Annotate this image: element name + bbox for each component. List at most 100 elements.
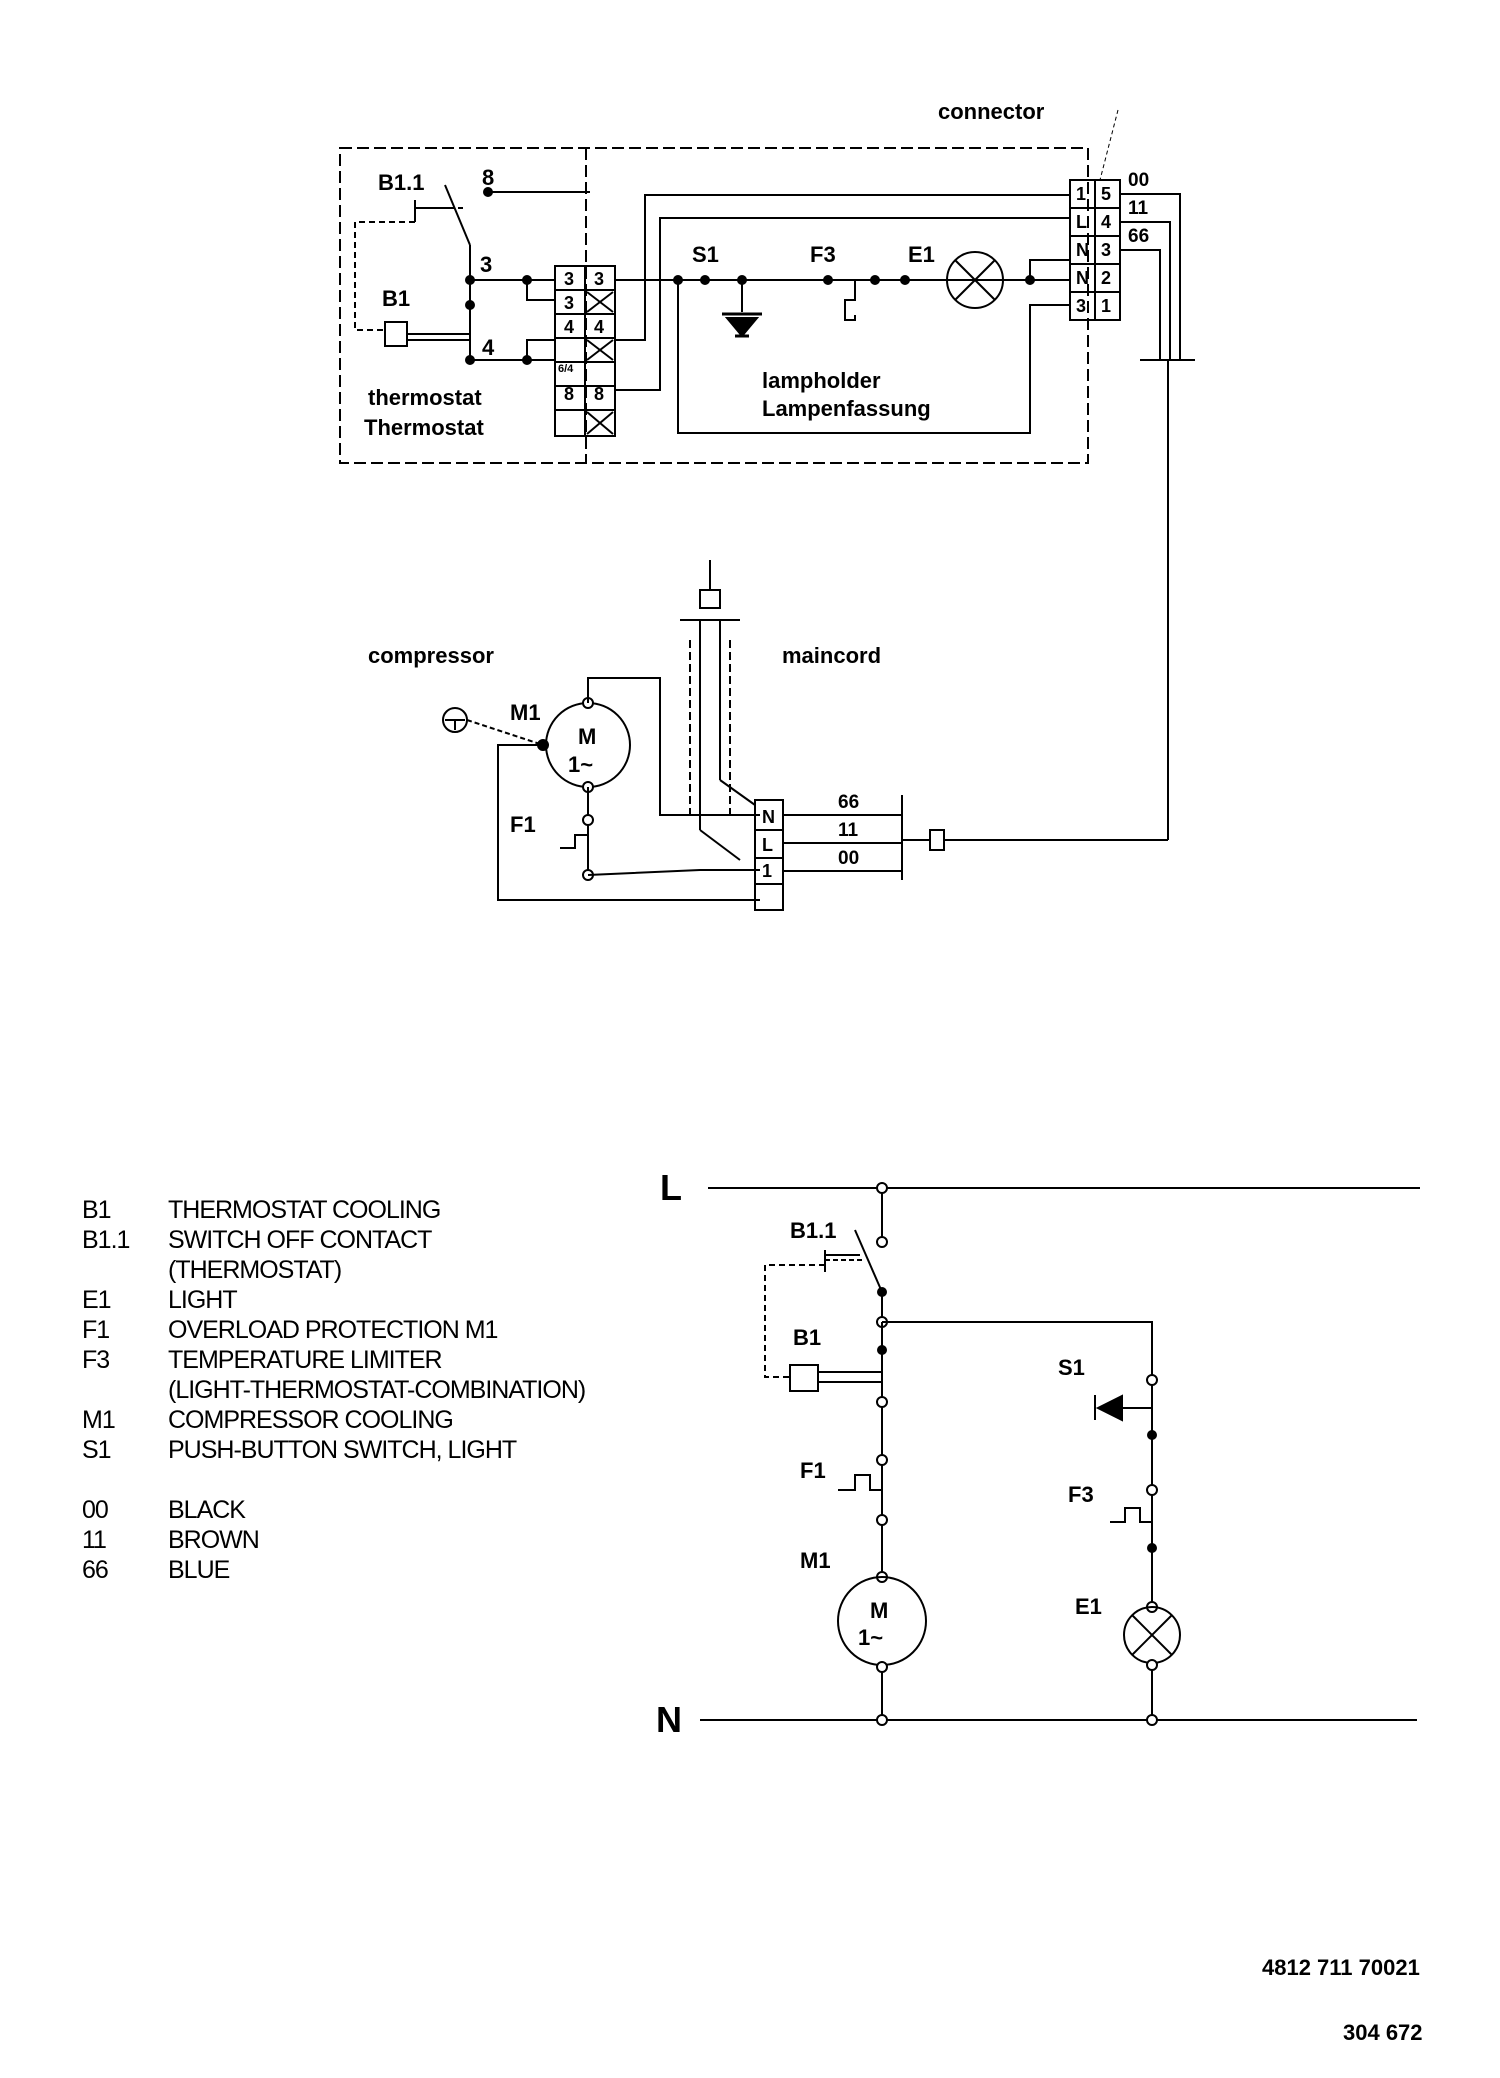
earth-icon (442, 707, 468, 733)
label-connector: connector (938, 99, 1045, 124)
conn-wire-11: 11 (1128, 198, 1149, 219)
legend-code: B1 (82, 1196, 111, 1224)
label-motor-ac: 1~ (568, 752, 593, 777)
sch-label-f3: F3 (1068, 1482, 1094, 1507)
schematic-pushbutton-s1 (1094, 1394, 1152, 1422)
conn-outer-1: 5 (1101, 184, 1111, 204)
lamp-e1 (946, 251, 1004, 309)
block-right-3: 8 (594, 384, 604, 404)
label-b1-1: B1.1 (378, 170, 424, 195)
schematic-limiter-f3 (1110, 1507, 1152, 1523)
label-f1: F1 (510, 812, 536, 837)
label-b1: B1 (382, 286, 410, 311)
schematic-section (700, 1182, 1420, 1726)
label-m1: M1 (510, 700, 541, 725)
label-s1: S1 (692, 242, 719, 267)
color-code: 66 (82, 1556, 108, 1584)
legend-desc: COMPRESSOR COOLING (168, 1406, 453, 1434)
conn-inner-2: L (1076, 212, 1087, 232)
legend-code: B1.1 (82, 1226, 130, 1254)
sch-label-s1: S1 (1058, 1355, 1085, 1380)
doc-number: 4812 711 70021 (1262, 1955, 1420, 1980)
legend-desc: (THERMOSTAT) (168, 1256, 341, 1284)
schematic-overload-f1 (838, 1474, 882, 1491)
color-code: 11 (82, 1526, 106, 1554)
legend-code: M1 (82, 1406, 115, 1434)
color-desc: BROWN (168, 1526, 259, 1554)
pushbutton-s1 (722, 280, 762, 338)
legend-desc: OVERLOAD PROTECTION M1 (168, 1316, 498, 1344)
connector-block (1069, 179, 1121, 321)
maincord-terminal-block (754, 799, 784, 911)
label-f3: F3 (810, 242, 836, 267)
mc-block-l: L (762, 835, 773, 855)
sch-label-motor-m: M (870, 1598, 888, 1623)
limiter-f3 (844, 280, 856, 321)
schematic-lamp-e1 (1123, 1606, 1181, 1664)
mc-wire-11: 11 (838, 820, 859, 841)
label-thermostat-de: Thermostat (364, 415, 484, 440)
block-right-1: 3 (594, 269, 604, 289)
label-thermostat-en: thermostat (368, 385, 482, 410)
block-left-3: 6/4 (558, 363, 574, 375)
legend-desc: SWITCH OFF CONTACT (168, 1226, 432, 1254)
color-code: 00 (82, 1496, 108, 1524)
conn-inner-3: N (1076, 240, 1089, 260)
color-desc: BLACK (168, 1496, 246, 1524)
conn-outer-2: 4 (1101, 212, 1111, 232)
schematic-sensor-b1 (789, 1364, 882, 1392)
label-motor-m: M (578, 724, 596, 749)
mc-wire-00: 00 (838, 848, 859, 869)
mc-block-1: 1 (762, 861, 772, 881)
label-line-L: L (660, 1167, 682, 1208)
legend: B1 THERMOSTAT COOLING B1.1 SWITCH OFF CO… (82, 1196, 586, 1584)
block-left-4: 8 (564, 384, 574, 404)
sensor-b1 (384, 321, 470, 347)
label-neutral-N: N (656, 1699, 682, 1740)
housing-section (339, 109, 1195, 840)
label-maincord: maincord (782, 643, 881, 668)
sch-label-e1: E1 (1075, 1594, 1102, 1619)
mc-block-n: N (762, 807, 775, 827)
compressor-section (442, 560, 1168, 911)
conn-inner-1: 1 (1076, 184, 1086, 204)
sch-label-motor-ac: 1~ (858, 1625, 883, 1650)
legend-desc: LIGHT (168, 1286, 237, 1314)
label-terminal-8: 8 (482, 165, 494, 190)
conn-outer-4: 2 (1101, 268, 1111, 288)
label-terminal-3: 3 (480, 252, 492, 277)
label-lampholder-de: Lampenfassung (762, 396, 931, 421)
legend-code: F3 (82, 1346, 109, 1374)
maincord-cable (680, 560, 756, 861)
block-right-2: 4 (594, 317, 604, 337)
conn-inner-5: 3 (1076, 296, 1086, 316)
sch-label-m1: M1 (800, 1548, 831, 1573)
label-e1: E1 (908, 242, 935, 267)
doc-code: 304 672 (1343, 2020, 1423, 2045)
thermostat-terminal-block (554, 265, 616, 437)
color-desc: BLUE (168, 1556, 230, 1584)
block-left-1b: 3 (564, 293, 574, 313)
legend-desc: THERMOSTAT COOLING (168, 1196, 440, 1224)
conn-wire-00: 00 (1128, 170, 1149, 191)
sch-label-f1: F1 (800, 1458, 826, 1483)
legend-desc: PUSH-BUTTON SWITCH, LIGHT (168, 1436, 517, 1464)
block-left-2: 4 (564, 317, 574, 337)
label-compressor: compressor (368, 643, 494, 668)
legend-code: F1 (82, 1316, 109, 1344)
housing-boundary (339, 147, 1089, 464)
conn-wire-66: 66 (1128, 226, 1149, 247)
mc-wire-66: 66 (838, 792, 859, 813)
conn-inner-4: N (1076, 268, 1089, 288)
block-left-1: 3 (564, 269, 574, 289)
sch-label-b1: B1 (793, 1325, 821, 1350)
overload-f1 (560, 834, 589, 849)
legend-desc: TEMPERATURE LIMITER (168, 1346, 442, 1374)
switch-b1-1 (414, 184, 590, 246)
legend-desc: (LIGHT-THERMOSTAT-COMBINATION) (168, 1376, 585, 1404)
sch-label-b1-1: B1.1 (790, 1218, 836, 1243)
legend-code: S1 (82, 1436, 111, 1464)
legend-code: E1 (82, 1286, 111, 1314)
conn-outer-3: 3 (1101, 240, 1111, 260)
